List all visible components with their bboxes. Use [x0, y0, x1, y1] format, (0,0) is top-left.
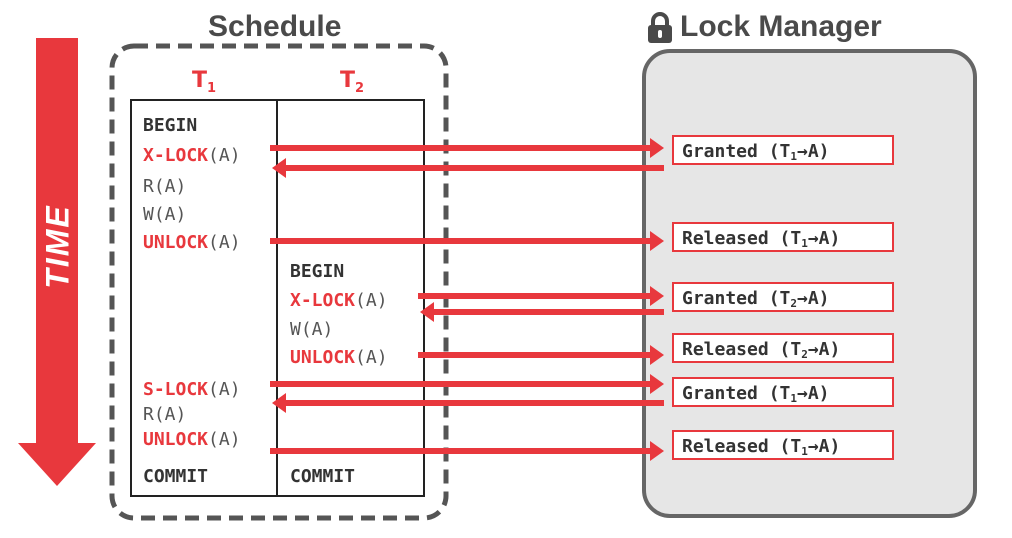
lock-event-5: Released (T1→A) [672, 430, 894, 460]
event-txn-sub: 1 [801, 237, 808, 250]
event-status: Released (T [682, 339, 802, 360]
request-arrow-5-shaft [270, 448, 650, 454]
event-txn-sub: 1 [790, 150, 797, 163]
lock-keyword: UNLOCK [290, 347, 356, 368]
txn-header-t1: T1 [192, 68, 217, 96]
lock-event-0: Granted (T1→A) [672, 135, 894, 165]
event-target: →A) [807, 228, 841, 249]
lock-keyword: UNLOCK [143, 232, 209, 253]
request-arrow-5-head [650, 441, 664, 461]
lock-event-1: Released (T1→A) [672, 222, 894, 252]
response-arrow-2-head [420, 302, 434, 322]
t1-op-7: UNLOCK(A) [143, 428, 241, 452]
t1-op-4: UNLOCK(A) [143, 231, 241, 255]
lock-keyword: S-LOCK [143, 379, 209, 400]
request-arrow-4-shaft [270, 381, 650, 387]
op-keyword: BEGIN [143, 115, 198, 136]
lock-keyword: X-LOCK [290, 290, 356, 311]
request-arrow-3-shaft [418, 352, 650, 358]
t1-op-6: R(A) [143, 403, 186, 427]
op-arg: (A) [208, 429, 241, 450]
lock-keyword: X-LOCK [143, 145, 209, 166]
lock-icon [648, 12, 672, 43]
op-arg: R(A) [143, 404, 187, 425]
request-arrow-2-shaft [418, 293, 650, 299]
op-arg: (A) [355, 347, 388, 368]
request-arrow-0-shaft [270, 145, 650, 151]
event-target: →A) [797, 383, 830, 404]
op-arg: (A) [208, 232, 241, 253]
event-status: Released (T [682, 436, 802, 457]
op-arg: (A) [355, 290, 388, 311]
response-arrow-2-shaft [434, 309, 664, 315]
t2-op-0: BEGIN [290, 260, 344, 284]
lock-manager-title: Lock Manager [680, 10, 882, 43]
lock-event-3: Released (T2→A) [672, 333, 894, 363]
event-target: →A) [807, 339, 841, 360]
event-status: Granted (T [682, 288, 791, 309]
response-arrow-0-head [272, 158, 286, 178]
op-keyword: COMMIT [143, 466, 209, 487]
op-arg: R(A) [143, 176, 187, 197]
request-arrow-3-head [650, 345, 664, 365]
time-arrow [18, 38, 96, 486]
t2-op-4: COMMIT [290, 465, 355, 489]
event-txn-sub: 2 [801, 348, 808, 361]
event-txn-sub: 1 [801, 445, 808, 458]
op-keyword: COMMIT [290, 466, 356, 487]
response-arrow-0-shaft [286, 165, 664, 171]
event-target: →A) [797, 288, 830, 309]
t2-op-1: X-LOCK(A) [290, 289, 388, 313]
t1-op-3: W(A) [143, 203, 186, 227]
t1-op-2: R(A) [143, 175, 186, 199]
t2-op-3: UNLOCK(A) [290, 346, 388, 370]
schedule-title: Schedule [208, 10, 342, 43]
txn-header-t2: T2 [340, 68, 365, 96]
lock-event-4: Granted (T1→A) [672, 377, 894, 407]
op-arg: (A) [208, 145, 241, 166]
event-target: →A) [807, 436, 841, 457]
request-arrow-1-shaft [270, 238, 650, 244]
op-arg: (A) [208, 379, 241, 400]
event-txn-sub: 1 [790, 392, 797, 405]
t1-op-8: COMMIT [143, 465, 208, 489]
op-arg: W(A) [290, 319, 334, 340]
arrows-group [270, 138, 664, 461]
schedule-frame [109, 43, 449, 521]
event-status: Granted (T [682, 141, 791, 162]
request-arrow-0-head [650, 138, 664, 158]
time-label: TIME [39, 204, 76, 289]
response-arrow-4-shaft [286, 400, 664, 406]
t1-op-1: X-LOCK(A) [143, 144, 241, 168]
lock-event-2: Granted (T2→A) [672, 282, 894, 312]
event-target: →A) [797, 141, 830, 162]
response-arrow-4-head [272, 393, 286, 413]
event-status: Granted (T [682, 383, 791, 404]
t1-op-0: BEGIN [143, 114, 197, 138]
op-keyword: BEGIN [290, 261, 345, 282]
t1-op-5: S-LOCK(A) [143, 378, 241, 402]
request-arrow-2-head [650, 286, 664, 306]
event-status: Released (T [682, 228, 802, 249]
op-arg: W(A) [143, 204, 187, 225]
request-arrow-1-head [650, 231, 664, 251]
request-arrow-4-head [650, 374, 664, 394]
lock-keyword: UNLOCK [143, 429, 209, 450]
event-txn-sub: 2 [790, 297, 797, 310]
t2-op-2: W(A) [290, 318, 333, 342]
